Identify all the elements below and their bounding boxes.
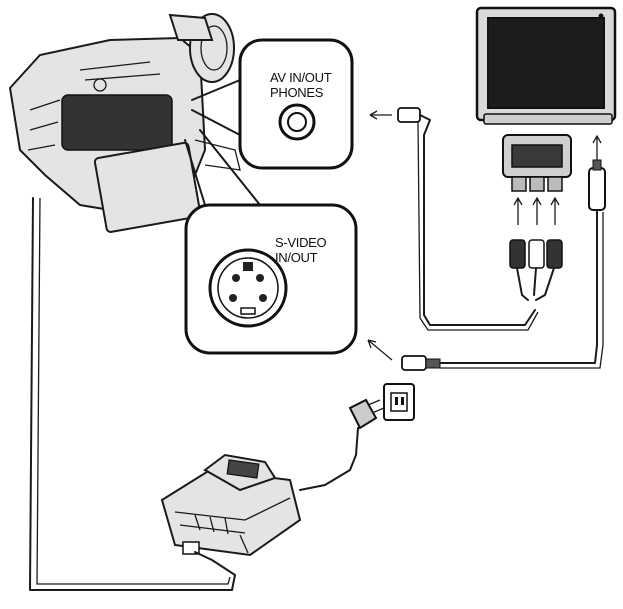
tv-screen (488, 18, 604, 108)
tv-monitor (477, 8, 615, 124)
svideo-jack-label-line2: IN/OUT (275, 250, 318, 265)
av-plug (398, 108, 420, 122)
svideo-jack-label-line1: S-VIDEO (275, 235, 327, 250)
av-jack-label-line2: PHONES (270, 85, 324, 100)
svideo-plug-tv (589, 160, 605, 210)
ac-adaptor (162, 455, 300, 555)
av-jack-label-line1: AV IN/OUT (270, 70, 332, 85)
power-plug (300, 400, 384, 490)
svideo-cable (368, 210, 603, 370)
camcorder (10, 14, 240, 233)
av-adaptor (503, 135, 571, 191)
rca-plugs (510, 240, 562, 300)
svideo-plug (402, 356, 426, 370)
wall-outlet (384, 384, 414, 420)
